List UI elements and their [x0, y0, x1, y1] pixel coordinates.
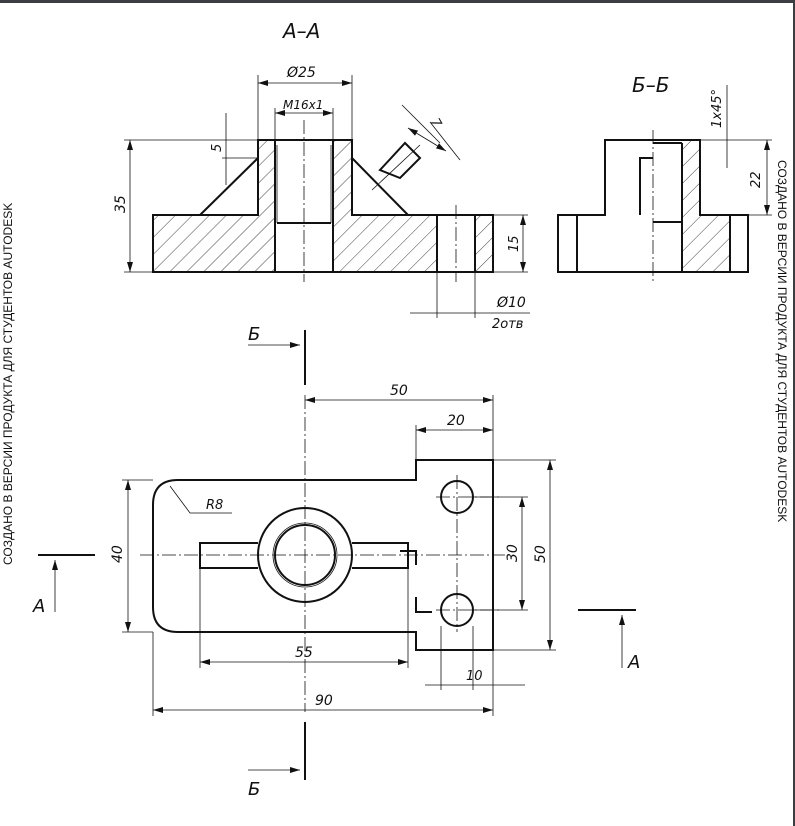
section-b-b: Б–Б 22 1x45°: [557, 73, 772, 282]
marker-b-bottom: Б: [248, 779, 260, 800]
plan-view: 50 20 40 30 50 55 10 90 R8: [110, 383, 556, 716]
dim-d25: Ø25: [286, 65, 316, 81]
dim-h30: 30: [505, 544, 521, 562]
section-a-a-title: А–А: [281, 19, 320, 43]
watermark-right: СОЗДАНО В ВЕРСИИ ПРОДУКТА ДЛЯ СТУДЕНТОВ …: [775, 160, 789, 522]
dim-w50: 50: [390, 383, 408, 399]
dim-d10: Ø10: [496, 295, 526, 311]
dim-h5: 5: [210, 144, 225, 152]
section-b-b-title: Б–Б: [632, 73, 669, 97]
dim-r8: R8: [206, 498, 223, 513]
window-top-border: [0, 0, 795, 3]
section-a-a: А–А 7 Ø25 M16x1 35 5 15 Ø10 2отв: [113, 19, 530, 332]
dim-h15: 15: [507, 235, 522, 252]
dim-h40: 40: [110, 545, 126, 563]
dim-h35: 35: [113, 195, 129, 213]
marker-a-right: А: [627, 652, 640, 673]
dim-holes: 2отв: [492, 317, 523, 332]
dim-w20: 20: [447, 413, 465, 429]
window-right-border: [793, 0, 795, 826]
section-markers: Б Б А А: [32, 324, 640, 800]
dim-h50: 50: [533, 545, 549, 563]
watermark-left: СОЗДАНО В ВЕРСИИ ПРОДУКТА ДЛЯ СТУДЕНТОВ …: [1, 203, 15, 565]
dim-chamfer: 1x45°: [710, 89, 725, 128]
dim-h22: 22: [749, 171, 764, 188]
marker-b-top: Б: [248, 324, 260, 345]
dim-thread: M16x1: [283, 98, 323, 112]
marker-a-left: А: [32, 596, 45, 617]
dim-w10: 10: [466, 669, 483, 684]
dim-w90: 90: [315, 693, 333, 709]
dim-w55: 55: [295, 645, 313, 661]
